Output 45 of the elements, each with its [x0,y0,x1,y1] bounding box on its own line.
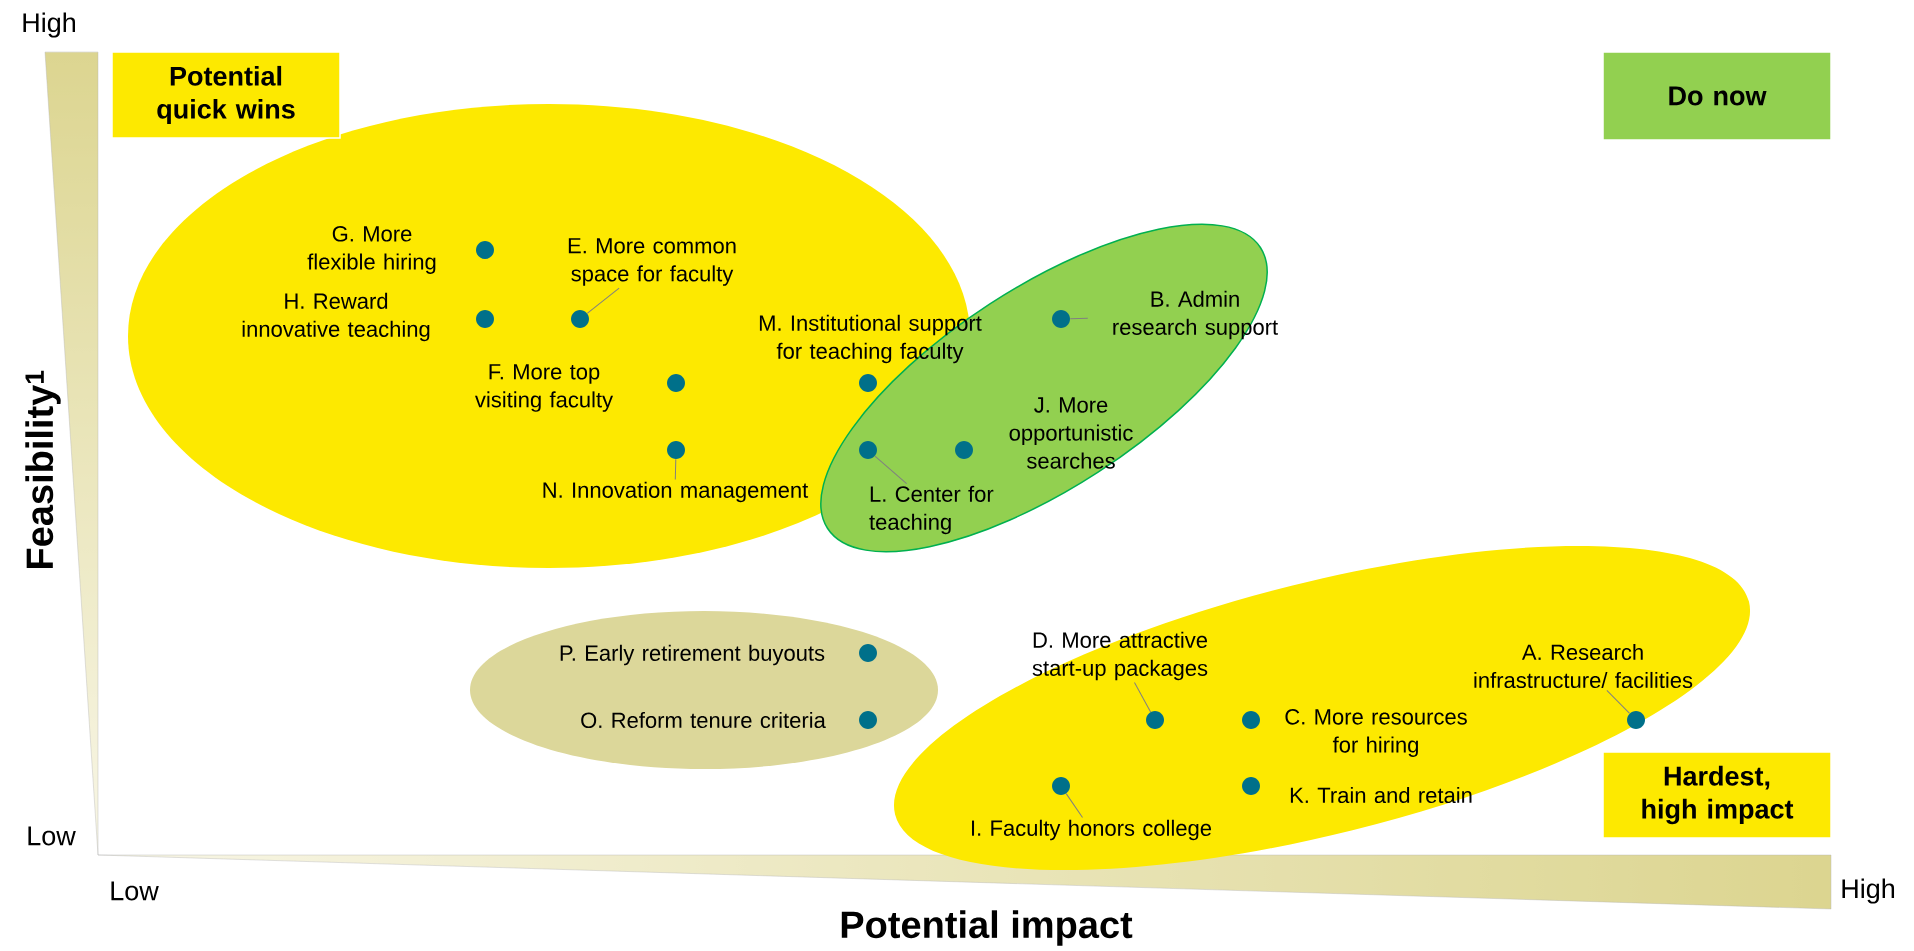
axis-end-label: High [23,12,75,38]
leader-line [874,455,908,485]
point-label: K. Train and retain [1290,786,1472,804]
data-point [859,441,877,459]
point-label: L. Center for teaching [869,485,994,535]
point-label: N. Innovation management [543,481,809,503]
data-point [1242,777,1260,795]
point-label: E. More common space for faculty [568,238,736,286]
data-point [476,310,494,328]
axis-title: Feasibility$^{1}$ [25,370,61,569]
leader-line [586,287,620,314]
data-point [667,374,685,392]
data-point [859,374,877,392]
data-point [1627,711,1645,729]
data-point [955,441,973,459]
point-label: F. More top visiting faculty [475,364,614,412]
point-label: I. Faculty honors college [972,819,1212,841]
point-label: O. Reform tenure criteria [581,711,826,729]
data-point [1052,777,1070,795]
data-point [667,441,685,459]
leader-line [1133,681,1152,713]
axis-end-label: Low [28,826,76,846]
quadrant-box: Potential quick wins [111,51,341,139]
point-label: H. Reward innovative teaching [242,292,430,342]
data-point [1242,711,1260,729]
leader-line [1069,317,1089,320]
point-label: C. More resources for hiring [1285,709,1467,757]
point-label: P. Early retirement buyouts [560,644,825,666]
leader-line [1606,689,1631,714]
data-point [571,310,589,328]
axis-end-label: Low [111,881,159,901]
leader-line [1065,793,1083,819]
point-label: J. More opportunistic searches [1009,397,1133,469]
axis-end-label: High [1842,878,1894,904]
point-label: A. Research infrastructure/ facilities [1474,643,1693,689]
data-point [476,241,494,259]
leader-line [674,458,677,481]
data-point [1052,310,1070,328]
quadrant-box: Hardest, high impact [1602,751,1832,839]
data-point [1146,711,1164,729]
point-label: G. More flexible hiring [307,226,436,274]
data-point [859,644,877,662]
quadrant-box: Do now [1602,51,1832,141]
data-point [859,711,877,729]
axis-title: Potential impact [841,910,1133,946]
